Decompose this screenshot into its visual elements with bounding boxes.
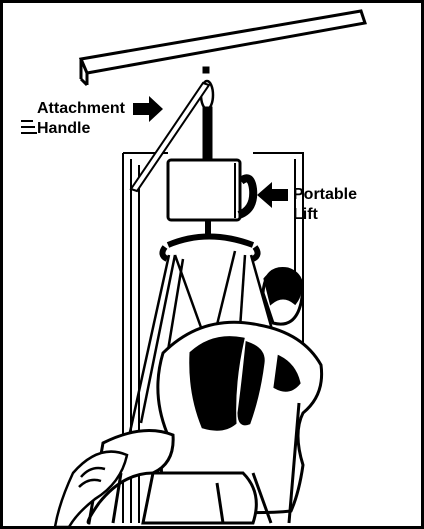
portable-lift-box xyxy=(168,160,253,220)
attachment-handle-label-line1: Attachment xyxy=(37,99,125,119)
hanging-strap xyxy=(201,67,213,161)
arrow-right-icon xyxy=(133,96,163,122)
portable-lift-label-line2: Lift xyxy=(293,205,357,225)
portable-lift-label: Portable Lift xyxy=(293,185,357,225)
attachment-handle-label: Attachment Handle xyxy=(37,99,125,139)
ceiling-track xyxy=(81,11,365,85)
patient-lift-illustration xyxy=(3,3,424,529)
portable-lift-label-line1: Portable xyxy=(293,185,357,205)
attachment-handle-label-line2: Handle xyxy=(37,119,125,139)
arrow-left-icon xyxy=(257,182,288,208)
spreader-bar xyxy=(162,220,257,259)
